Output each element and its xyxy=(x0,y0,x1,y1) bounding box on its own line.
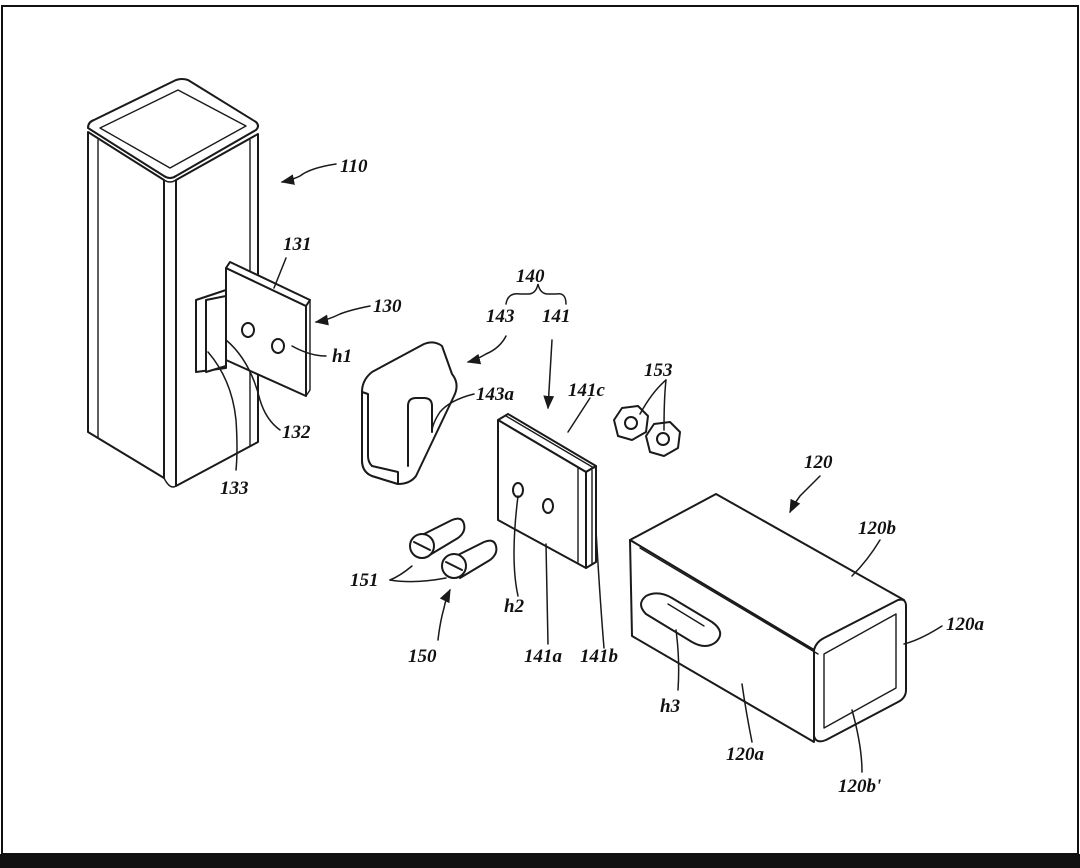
label-110: 110 xyxy=(340,156,368,177)
label-153: 153 xyxy=(644,360,673,381)
label-141b: 141b xyxy=(580,646,618,667)
label-120: 120 xyxy=(804,452,833,473)
reference-labels: 110 131 130 h1 132 133 140 143 141 143a … xyxy=(220,156,985,797)
label-143: 143 xyxy=(486,306,515,327)
plate-set-141 xyxy=(497,413,597,569)
label-132: 132 xyxy=(282,422,311,443)
bracket-130 xyxy=(195,261,311,397)
label-h2: h2 xyxy=(504,596,525,617)
hole-h1-a xyxy=(241,322,255,338)
label-131: 131 xyxy=(283,234,312,255)
label-143a: 143a xyxy=(476,384,515,405)
hole-h2-b xyxy=(542,498,554,514)
leader-lines xyxy=(207,163,943,773)
label-120a-right: 120a xyxy=(946,614,985,635)
label-141: 141 xyxy=(542,306,571,327)
label-120b: 120b xyxy=(858,518,896,539)
label-130: 130 xyxy=(373,296,402,317)
bottom-border xyxy=(0,854,1080,868)
label-140: 140 xyxy=(516,266,545,287)
plate-143 xyxy=(361,341,458,485)
label-151: 151 xyxy=(350,570,379,591)
horizontal-tube-120 xyxy=(629,493,907,743)
label-133: 133 xyxy=(220,478,249,499)
hole-h1-b xyxy=(271,338,285,354)
bolts-151 xyxy=(409,517,498,579)
label-141a: 141a xyxy=(524,646,563,667)
label-150: 150 xyxy=(408,646,437,667)
label-h1: h1 xyxy=(332,346,352,367)
nuts-153 xyxy=(613,405,681,457)
vertical-column-110 xyxy=(87,78,259,488)
label-h3: h3 xyxy=(660,696,680,717)
label-120b-prime: 120b' xyxy=(838,776,881,797)
label-141c: 141c xyxy=(568,380,606,401)
label-120a-bottom: 120a xyxy=(726,744,765,765)
